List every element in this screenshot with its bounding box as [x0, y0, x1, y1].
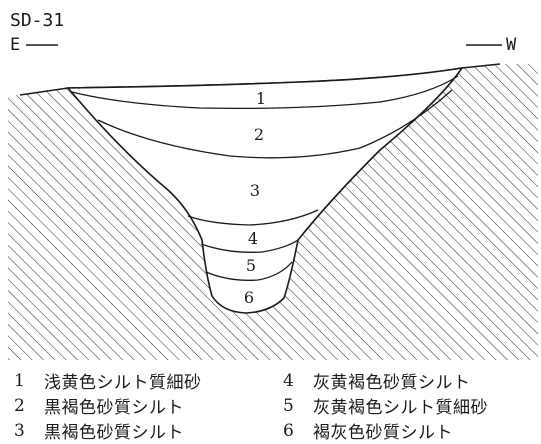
hatched-ground [8, 64, 538, 360]
legend-row: 3 黒褐色砂質シルト 6 褐灰色砂質シルト [10, 418, 538, 444]
legend-number: 5 [283, 395, 294, 416]
layer-number-3: 3 [250, 181, 260, 200]
layer-number-2: 2 [254, 125, 264, 144]
legend-number: 4 [283, 370, 294, 391]
ditch-profile [66, 66, 464, 314]
legend-number: 3 [14, 420, 25, 441]
legend-text: 灰黄褐色シルト質細砂 [313, 398, 488, 418]
legend-item-6: 6 褐灰色砂質シルト [279, 418, 534, 444]
layer-number-5: 5 [246, 256, 256, 275]
legend-number: 1 [14, 370, 25, 391]
layer-number-1: 1 [256, 89, 266, 108]
legend-row: 1 浅黄色シルト質細砂 4 灰黄褐色砂質シルト [10, 368, 538, 394]
legend-item-2: 2 黒褐色砂質シルト [10, 393, 279, 419]
legend-number: 2 [14, 395, 25, 416]
legend-item-5: 5 灰黄褐色シルト質細砂 [279, 393, 534, 419]
boundary-2-3 [97, 89, 453, 159]
east-label: E [10, 35, 20, 55]
layer-number-4: 4 [248, 229, 258, 248]
legend-text: 黒褐色砂質シルト [44, 423, 184, 443]
layer-number-6: 6 [244, 288, 254, 307]
west-label: W [506, 35, 517, 55]
legend: 1 浅黄色シルト質細砂 4 灰黄褐色砂質シルト 2 黒褐色砂質シルト 5 灰黄褐… [10, 368, 538, 444]
legend-number: 6 [283, 420, 294, 441]
legend-text: 灰黄褐色砂質シルト [313, 373, 471, 393]
section-title: SD-31 [10, 10, 64, 31]
legend-text: 浅黄色シルト質細砂 [44, 373, 202, 393]
boundary-1-2 [71, 75, 459, 110]
legend-item-4: 4 灰黄褐色砂質シルト [279, 368, 534, 394]
legend-item-3: 3 黒褐色砂質シルト [10, 418, 279, 444]
boundary-5-6 [205, 261, 293, 281]
legend-text: 黒褐色砂質シルト [44, 398, 184, 418]
legend-item-1: 1 浅黄色シルト質細砂 [10, 368, 279, 394]
legend-row: 2 黒褐色砂質シルト 5 灰黄褐色シルト質細砂 [10, 393, 538, 419]
boundary-3-4 [187, 209, 319, 226]
boundary-4-5 [200, 239, 299, 253]
legend-text: 褐灰色砂質シルト [313, 423, 453, 443]
